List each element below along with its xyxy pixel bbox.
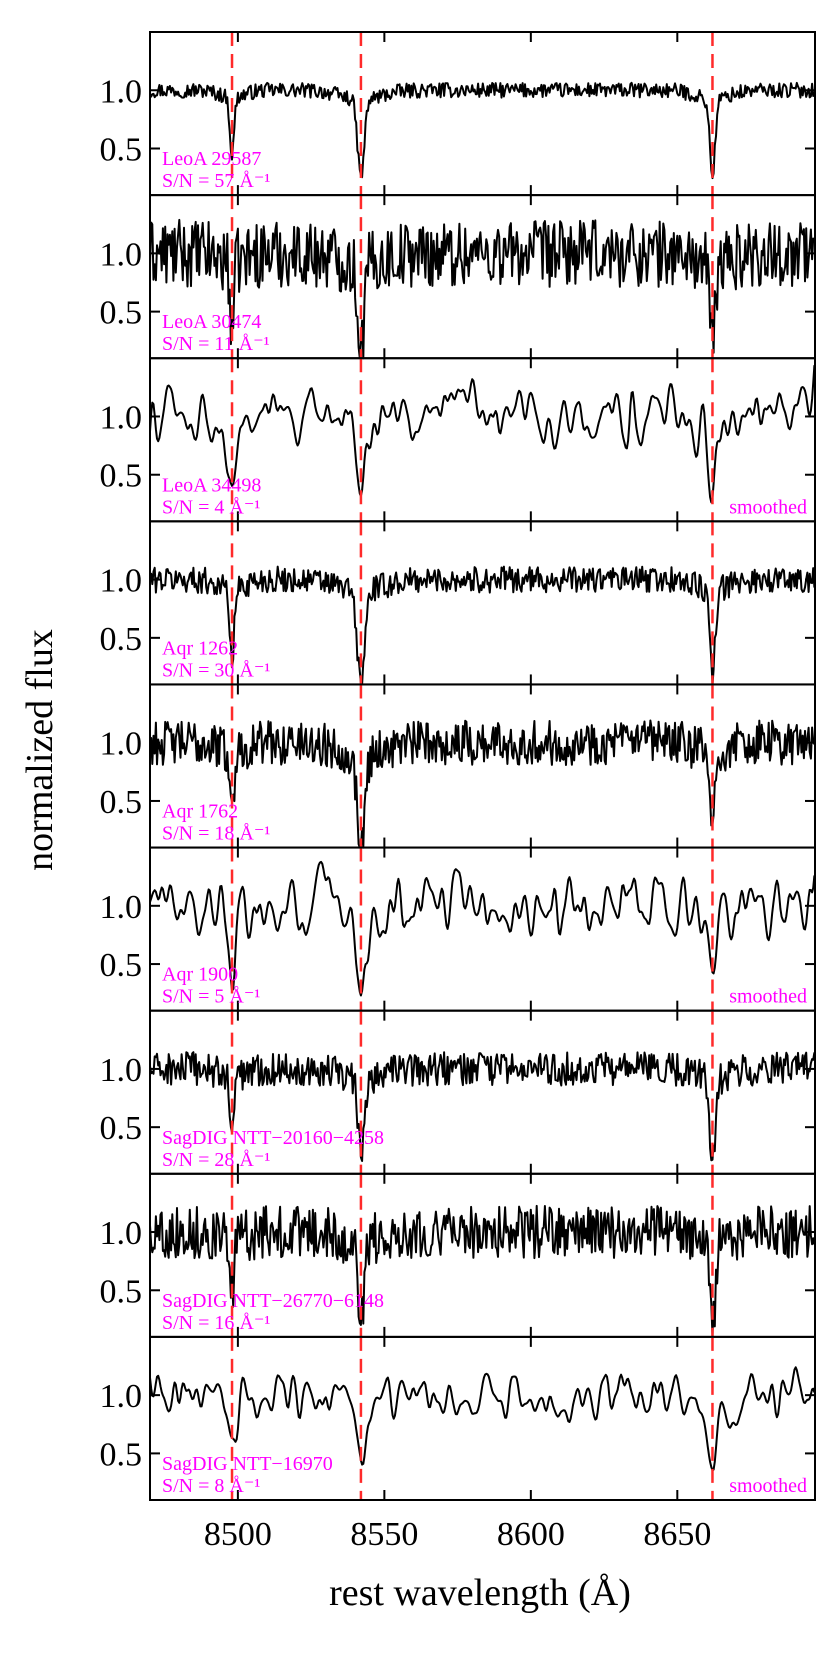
smoothed-note-label: smoothed: [729, 1475, 807, 1497]
y-tick-label: 0.5: [100, 1436, 143, 1473]
y-tick-label: 1.0: [100, 73, 143, 110]
signal-to-noise-label: S/N = 5 Å⁻¹: [162, 986, 260, 1008]
smoothed-note-label: smoothed: [729, 496, 807, 518]
spectrum-line: [149, 218, 816, 360]
y-tick-label: 0.5: [100, 947, 143, 984]
y-tick-label: 1.0: [100, 726, 143, 763]
series-name-label: Aqr 1762: [162, 801, 238, 823]
spectrum-line: [149, 565, 816, 686]
panel-frame: [149, 1335, 816, 1502]
signal-to-noise-label: S/N = 11 Å⁻¹: [162, 333, 270, 355]
signal-to-noise-label: S/N = 57 Å⁻¹: [162, 170, 270, 192]
series-name-label: Aqr 1900: [162, 964, 238, 986]
y-tick-label: 1.0: [100, 1378, 143, 1415]
x-axis-title: rest wavelength (Å): [329, 1572, 631, 1614]
y-tick-label: 0.5: [100, 1110, 143, 1147]
series-name-label: SagDIG NTT−26770−6148: [162, 1290, 384, 1312]
x-tick-label: 8650: [643, 1516, 711, 1553]
spectrum-line: [149, 1366, 816, 1472]
y-tick-label: 1.0: [100, 236, 143, 273]
x-tick-label: 8500: [204, 1516, 272, 1553]
y-tick-label: 0.5: [100, 295, 143, 332]
spectrum-line: [149, 719, 816, 849]
series-name-label: LeoA 34498: [162, 474, 261, 496]
y-tick-label: 0.5: [100, 621, 143, 658]
y-tick-label: 1.0: [100, 399, 143, 436]
signal-to-noise-label: S/N = 18 Å⁻¹: [162, 823, 270, 845]
signal-to-noise-label: S/N = 30 Å⁻¹: [162, 659, 270, 681]
y-tick-label: 1.0: [100, 1215, 143, 1252]
spectrum-line: [149, 81, 816, 180]
spectrum-line: [149, 860, 816, 997]
spectrum-line: [149, 1204, 816, 1338]
y-axis-title: normalized flux: [19, 629, 61, 871]
series-name-label: SagDIG NTT−16970: [162, 1453, 333, 1475]
spectrum-line: [149, 1051, 816, 1162]
x-tick-label: 8550: [350, 1516, 418, 1553]
spectrum-line: [149, 365, 816, 504]
signal-to-noise-label: S/N = 4 Å⁻¹: [162, 496, 260, 518]
series-name-label: Aqr 1262: [162, 637, 238, 659]
signal-to-noise-label: S/N = 16 Å⁻¹: [162, 1312, 270, 1334]
series-name-label: SagDIG NTT−20160−4258: [162, 1127, 384, 1149]
y-tick-label: 0.5: [100, 784, 143, 821]
y-tick-label: 1.0: [100, 1052, 143, 1089]
y-tick-label: 0.5: [100, 458, 143, 495]
signal-to-noise-label: S/N = 28 Å⁻¹: [162, 1149, 270, 1171]
y-tick-label: 1.0: [100, 563, 143, 600]
series-name-label: LeoA 30474: [162, 311, 261, 333]
smoothed-note-label: smoothed: [729, 986, 807, 1008]
x-tick-label: 8600: [497, 1516, 565, 1553]
y-tick-label: 0.5: [100, 132, 143, 169]
signal-to-noise-label: S/N = 8 Å⁻¹: [162, 1475, 260, 1497]
series-name-label: LeoA 29587: [162, 148, 261, 170]
y-tick-label: 1.0: [100, 889, 143, 926]
x-axis: 8500 8550 8600 8650: [204, 1516, 711, 1553]
y-tick-label: 0.5: [100, 1273, 143, 1310]
